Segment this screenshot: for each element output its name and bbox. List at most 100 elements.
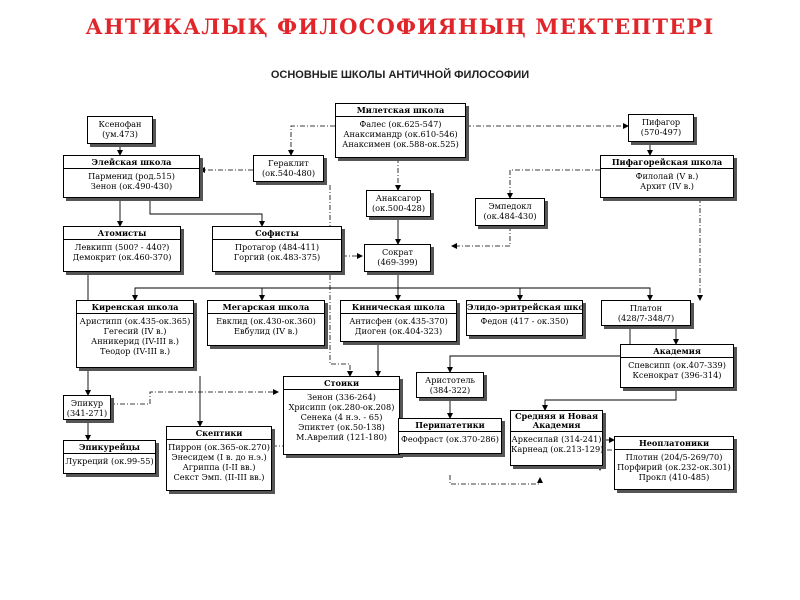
link-empedocles-elid xyxy=(451,226,511,249)
node-sophists-header: Софисты xyxy=(213,227,341,240)
node-peripatetics-line: Феофраст (ок.370-286) xyxy=(401,434,499,444)
node-xenophanes: Ксенофан (ум.473) xyxy=(87,116,153,144)
link-socrates-megarian xyxy=(259,287,398,301)
node-cynic-header: Киническая школа xyxy=(341,301,456,314)
node-socrates: Сократ (469-399) xyxy=(364,244,431,272)
link-epicurus-stoics xyxy=(110,389,279,405)
node-milet: Милетская школа Фалес (ок.625-547) Анакс… xyxy=(335,103,466,158)
node-epicurus-line: Эпикур xyxy=(70,398,104,408)
node-stoics-line: Сенека (4 н.э. - 65) xyxy=(300,412,383,422)
link-peripatetics-neoplatonism xyxy=(449,475,543,485)
link-milet-heraclitus xyxy=(288,125,335,156)
node-megarian: Мегарская школа Евклид (ок.430-ок.360) Е… xyxy=(207,300,325,346)
node-heraclitus-line: Гераклит xyxy=(268,158,309,168)
node-cyrenaic-line: Гегесий (IV в.) xyxy=(103,326,167,336)
node-megarian-line: Евклид (ок.430-ок.360) xyxy=(216,316,316,326)
node-epicurus-line: (341-271) xyxy=(66,408,108,418)
node-atomists: Атомисты Левкипп (500? - 440?) Демокрит … xyxy=(63,226,181,272)
node-pythagoras-line: (570-497) xyxy=(640,127,682,137)
node-epicureans: Эпикурейцы Лукреций (ок.99-55) xyxy=(63,440,156,474)
node-xenophanes-line: (ум.473) xyxy=(102,129,138,139)
node-cynic-line: Диоген (ок.404-323) xyxy=(354,326,443,336)
node-cynic-line: Антисфен (ок.435-370) xyxy=(349,316,448,326)
node-cynic: Киническая школа Антисфен (ок.435-370) Д… xyxy=(340,300,457,342)
node-epicureans-header: Эпикурейцы xyxy=(64,441,155,454)
node-neoplatonism-header: Неоплатоники xyxy=(615,437,733,450)
node-empedocles: Эмпедокл (ок.484-430) xyxy=(475,198,545,226)
node-middle-new-academy-header: Средняя и Новая Академия xyxy=(511,411,602,432)
node-plato-line: (428/7-348/7) xyxy=(617,313,675,323)
node-milet-line: Анаксимандр (ок.610-546) xyxy=(343,129,458,139)
node-megarian-line: Евбулид (IV в.) xyxy=(234,326,298,336)
node-elid-header: Элидо-эритрейская школа xyxy=(467,302,583,314)
node-cyrenaic-line: Аристипп (ок.435-ок.365) xyxy=(79,316,191,326)
node-aristotle-line: (384-322) xyxy=(429,385,471,395)
node-anaxagoras-line: (ок.500-428) xyxy=(371,203,426,213)
node-eleatic-header: Элейская школа xyxy=(64,156,199,169)
node-socrates-line: Сократ xyxy=(382,247,413,257)
node-sophists-line: Горгий (ок.483-375) xyxy=(233,252,321,262)
node-sophists-line: Протагор (484-411) xyxy=(234,242,320,252)
node-heraclitus: Гераклит (ок.540-480) xyxy=(253,155,324,182)
node-cyrenaic-header: Киренская школа xyxy=(77,301,193,314)
node-neoplatonism: Неоплатоники Плотин (204/5-269/70) Порфи… xyxy=(614,436,734,490)
link-socrates-cyrenaic xyxy=(132,272,399,301)
node-skeptics-line: Секст Эмп. (II-III вв.) xyxy=(173,472,265,482)
node-elid: Элидо-эритрейская школа Федон (417 - ок.… xyxy=(466,300,583,336)
node-pythagorean: Пифагорейская школа Филолай (V в.) Архит… xyxy=(600,155,734,198)
node-pythagorean-line: Филолай (V в.) xyxy=(635,171,699,181)
node-pythagoras-line: Пифагор xyxy=(641,117,681,127)
node-anaxagoras: Анаксагор (ок.500-428) xyxy=(366,190,431,217)
node-socrates-line: (469-399) xyxy=(377,257,418,267)
node-eleatic-line: Парменид (род.515) xyxy=(88,171,175,181)
node-stoics: Стоики Зенон (336-264) Хрисипп (ок.280-о… xyxy=(283,376,400,455)
node-skeptics-line: Агриппа (I-II вв.) xyxy=(182,462,256,472)
node-milet-line: Анаксимен (ок.588-ок.525) xyxy=(342,139,459,149)
node-peripatetics: Перипатетики Феофраст (ок.370-286) xyxy=(398,418,502,454)
node-middle-new-academy-line: Карнеад (ок.213-129) xyxy=(511,444,603,454)
node-atomists-header: Атомисты xyxy=(64,227,180,240)
link-academy-middle xyxy=(542,388,677,411)
node-atomists-line: Демокрит (ок.460-370) xyxy=(72,252,172,262)
node-skeptics-line: Пиррон (ок.365-ок.270) xyxy=(168,442,270,452)
link-socrates-plato xyxy=(398,287,653,301)
node-aristotle: Аристотель (384-322) xyxy=(416,372,484,398)
node-eleatic: Элейская школа Парменид (род.515) Зенон … xyxy=(63,155,200,198)
node-plato-line: Платон xyxy=(629,303,663,313)
node-xenophanes-line: Ксенофан xyxy=(98,119,142,129)
page-title: АНТИКАЛЫҚ ФИЛОСОФИЯНЫҢ МЕКТЕПТЕРІ xyxy=(85,14,715,39)
node-middle-new-academy: Средняя и Новая Академия Аркесилай (314-… xyxy=(510,410,603,466)
node-pythagoras: Пифагор (570-497) xyxy=(628,114,694,142)
node-milet-line: Фалес (ок.625-547) xyxy=(359,119,442,129)
link-eleatic-sophists xyxy=(149,198,265,227)
node-skeptics-line: Энесидем (I в. до н.э.) xyxy=(171,452,267,462)
node-milet-header: Милетская школа xyxy=(336,104,465,117)
node-atomists-line: Левкипп (500? - 440?) xyxy=(74,242,170,252)
link-pythagorean-empedocles xyxy=(507,169,600,199)
node-epicureans-line: Лукреций (ок.99-55) xyxy=(65,456,154,466)
node-stoics-line: Зенон (336-264) xyxy=(307,392,376,402)
node-academy: Академия Спевсипп (ок.407-339) Ксенократ… xyxy=(620,344,734,388)
node-cyrenaic: Киренская школа Аристипп (ок.435-ок.365)… xyxy=(76,300,194,368)
node-cyrenaic-line: Теодор (IV-III в.) xyxy=(99,346,171,356)
node-cyrenaic-line: Анникерид (IV-III в.) xyxy=(91,336,179,346)
node-skeptics: Скептики Пиррон (ок.365-ок.270) Энесидем… xyxy=(166,426,272,491)
node-stoics-line: Эпиктет (ок.50-138) xyxy=(298,422,385,432)
node-megarian-header: Мегарская школа xyxy=(208,301,324,314)
node-stoics-header: Стоики xyxy=(284,377,399,390)
node-elid-line: Федон (417 - ок.350) xyxy=(480,316,569,326)
node-middle-new-academy-line: Аркесилай (314-241) xyxy=(511,434,602,444)
node-neoplatonism-line: Порфирий (ок.232-ок.301) xyxy=(617,462,731,472)
node-neoplatonism-line: Плотин (204/5-269/70) xyxy=(625,452,723,462)
node-eleatic-line: Зенон (ок.490-430) xyxy=(90,181,173,191)
node-academy-line: Ксенократ (396-314) xyxy=(632,370,722,380)
node-stoics-line: М.Аврелий (121-180) xyxy=(295,432,387,442)
node-academy-header: Академия xyxy=(621,345,733,358)
node-aristotle-line: Аристотель xyxy=(425,375,475,385)
node-stoics-line: Хрисипп (ок.280-ок.208) xyxy=(288,402,395,412)
node-pythagorean-header: Пифагорейская школа xyxy=(601,156,733,169)
node-peripatetics-header: Перипатетики xyxy=(399,419,501,432)
node-heraclitus-line: (ок.540-480) xyxy=(261,168,316,178)
node-empedocles-line: (ок.484-430) xyxy=(483,211,537,221)
node-academy-line: Спевсипп (ок.407-339) xyxy=(628,360,726,370)
